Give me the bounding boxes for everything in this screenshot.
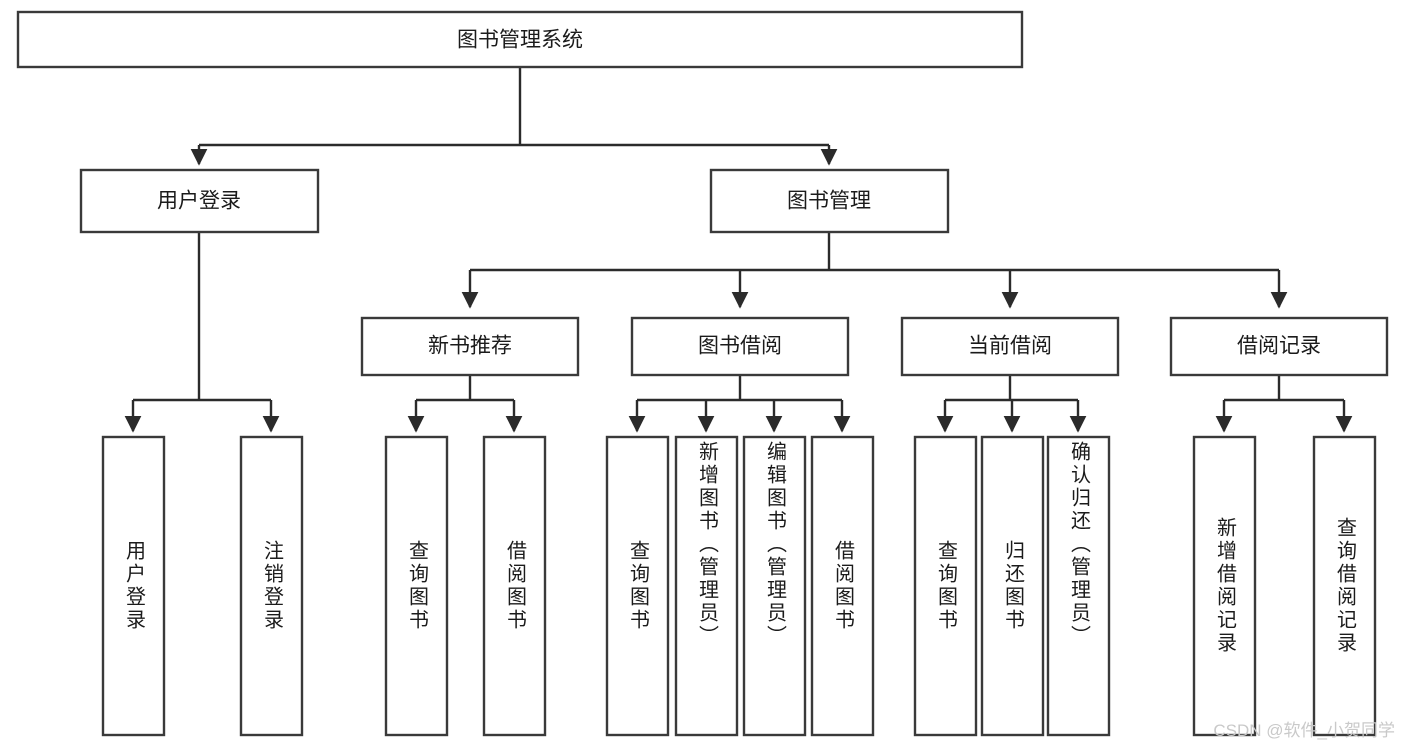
- node-book-management[interactable]: 图书管理: [709, 168, 950, 234]
- leaf-borrow-record-2-label-wrap: 查询借阅记录: [1314, 437, 1375, 735]
- csdn-watermark: CSDN @软件_小贺同学: [1213, 721, 1395, 740]
- leaf-user-login-1-label: 用户登录: [122, 540, 145, 632]
- leaf-book-borrow-4-label: 借阅图书: [831, 540, 854, 632]
- node-book-borrow-label: 图书借阅: [698, 335, 782, 358]
- edge-group-book-mgmt: [461, 232, 1288, 309]
- leaf-current-borrow-2-label-wrap: 归还图书: [982, 437, 1043, 735]
- leaf-new-book-1-label: 查询图书: [405, 540, 428, 632]
- node-borrow-record-label: 借阅记录: [1237, 335, 1321, 358]
- edge-group-user-login: [124, 232, 280, 433]
- leaf-new-book-1-box[interactable]: [384, 435, 449, 737]
- node-user-login[interactable]: 用户登录: [79, 168, 320, 234]
- leaf-current-borrow-1-label-wrap: 查询图书: [915, 437, 976, 735]
- leaf-book-borrow-4[interactable]: [810, 435, 875, 737]
- node-current-borrow[interactable]: 当前借阅: [900, 316, 1120, 377]
- leaf-current-borrow-3-label: 确认归还（管理员）: [1067, 441, 1090, 648]
- node-root[interactable]: 图书管理系统: [16, 10, 1024, 69]
- leaf-user-login-1[interactable]: [101, 435, 166, 737]
- edge-group-current: [936, 375, 1087, 433]
- edge-group-record: [1215, 375, 1353, 433]
- leaf-book-borrow-1-box[interactable]: [605, 435, 670, 737]
- leaf-borrow-record-1[interactable]: [1192, 435, 1257, 737]
- leaf-current-borrow-3-label-wrap: 确认归还（管理员）: [1048, 437, 1109, 735]
- leaf-book-borrow-4-label-wrap: 借阅图书: [812, 437, 873, 735]
- leaf-user-login-1-box[interactable]: [101, 435, 166, 737]
- leaf-current-borrow-2-label: 归还图书: [1001, 540, 1024, 632]
- leaf-new-book-2-label: 借阅图书: [503, 540, 526, 632]
- leaf-new-book-1[interactable]: [384, 435, 449, 737]
- leaf-user-login-1-label-wrap: 用户登录: [103, 437, 164, 735]
- leaf-current-borrow-1-box[interactable]: [913, 435, 978, 737]
- node-new-book-recommend[interactable]: 新书推荐: [360, 316, 580, 377]
- leaf-user-login-2[interactable]: [239, 435, 304, 737]
- leaf-book-borrow-2-label: 新增图书（管理员）: [695, 441, 718, 648]
- edge-group-root: [190, 67, 838, 166]
- node-user-login-label: 用户登录: [157, 190, 241, 213]
- leaf-current-borrow-3[interactable]: [1046, 435, 1111, 737]
- leaf-book-borrow-1-label-wrap: 查询图书: [607, 437, 668, 735]
- node-borrow-record-box[interactable]: [1169, 316, 1389, 377]
- leaf-user-login-2-label: 注销登录: [260, 540, 283, 632]
- leaf-new-book-2-box[interactable]: [482, 435, 547, 737]
- leaf-book-borrow-2-label-wrap: 新增图书（管理员）: [676, 437, 737, 735]
- node-current-borrow-label: 当前借阅: [968, 335, 1052, 358]
- node-borrow-record[interactable]: 借阅记录: [1169, 316, 1389, 377]
- leaf-current-borrow-1[interactable]: [913, 435, 978, 737]
- leaf-book-borrow-3-label: 编辑图书（管理员）: [763, 441, 786, 648]
- node-current-borrow-box[interactable]: [900, 316, 1120, 377]
- leaf-user-login-2-label-wrap: 注销登录: [241, 437, 302, 735]
- leaf-book-borrow-2-box[interactable]: [674, 435, 739, 737]
- leaf-book-borrow-1-label: 查询图书: [626, 540, 649, 632]
- node-book-borrow-box[interactable]: [630, 316, 850, 377]
- leaf-borrow-record-1-label: 新增借阅记录: [1213, 517, 1236, 655]
- leaf-borrow-record-2-box[interactable]: [1312, 435, 1377, 737]
- node-new-book-recommend-label: 新书推荐: [428, 335, 512, 358]
- leaf-book-borrow-1[interactable]: [605, 435, 670, 737]
- leaf-current-borrow-3-box[interactable]: [1046, 435, 1111, 737]
- node-root-box[interactable]: [16, 10, 1024, 69]
- leaf-new-book-1-label-wrap: 查询图书: [386, 437, 447, 735]
- leaf-book-borrow-3[interactable]: [742, 435, 807, 737]
- node-new-book-recommend-box[interactable]: [360, 316, 580, 377]
- edge-group-new-book: [407, 375, 523, 433]
- leaf-new-book-2[interactable]: [482, 435, 547, 737]
- leaf-book-borrow-3-box[interactable]: [742, 435, 807, 737]
- leaf-borrow-record-2[interactable]: [1312, 435, 1377, 737]
- node-book-borrow[interactable]: 图书借阅: [630, 316, 850, 377]
- leaf-book-borrow-4-box[interactable]: [810, 435, 875, 737]
- leaf-book-borrow-3-label-wrap: 编辑图书（管理员）: [744, 437, 805, 735]
- leaf-current-borrow-2-box[interactable]: [980, 435, 1045, 737]
- leaf-current-borrow-1-label: 查询图书: [934, 540, 957, 632]
- leaf-borrow-record-1-label-wrap: 新增借阅记录: [1194, 437, 1255, 735]
- leaf-borrow-record-1-box[interactable]: [1192, 435, 1257, 737]
- node-book-management-label: 图书管理: [787, 190, 871, 213]
- node-book-management-box[interactable]: [709, 168, 950, 234]
- leaf-new-book-2-label-wrap: 借阅图书: [484, 437, 545, 735]
- node-user-login-box[interactable]: [79, 168, 320, 234]
- node-root-label: 图书管理系统: [457, 29, 583, 52]
- leaf-book-borrow-2[interactable]: [674, 435, 739, 737]
- edge-group-borrow: [628, 375, 851, 433]
- leaf-current-borrow-2[interactable]: [980, 435, 1045, 737]
- leaf-user-login-2-box[interactable]: [239, 435, 304, 737]
- leaf-borrow-record-2-label: 查询借阅记录: [1333, 517, 1356, 655]
